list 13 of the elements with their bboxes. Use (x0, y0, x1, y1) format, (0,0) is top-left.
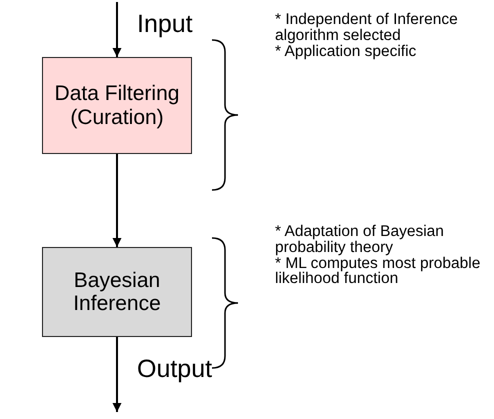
note-text: * ML computes most probable likelihood function (275, 256, 482, 288)
note-text: * Independent of Inference algorithm selected (275, 12, 459, 44)
process-box (42, 247, 192, 337)
box-label: Data Filtering (Curation) (54, 82, 180, 129)
arrow (112, 2, 122, 57)
arrow (112, 154, 122, 247)
note-text: * Adaptation of Bayesian probability theory (275, 224, 445, 256)
edge-label: Input (137, 10, 193, 38)
arrow (112, 337, 122, 412)
note-text: * Application specific (275, 44, 418, 60)
box-label: Bayesian Inference (72, 268, 162, 316)
process-box (42, 57, 192, 154)
edge-label: Output (137, 354, 212, 384)
